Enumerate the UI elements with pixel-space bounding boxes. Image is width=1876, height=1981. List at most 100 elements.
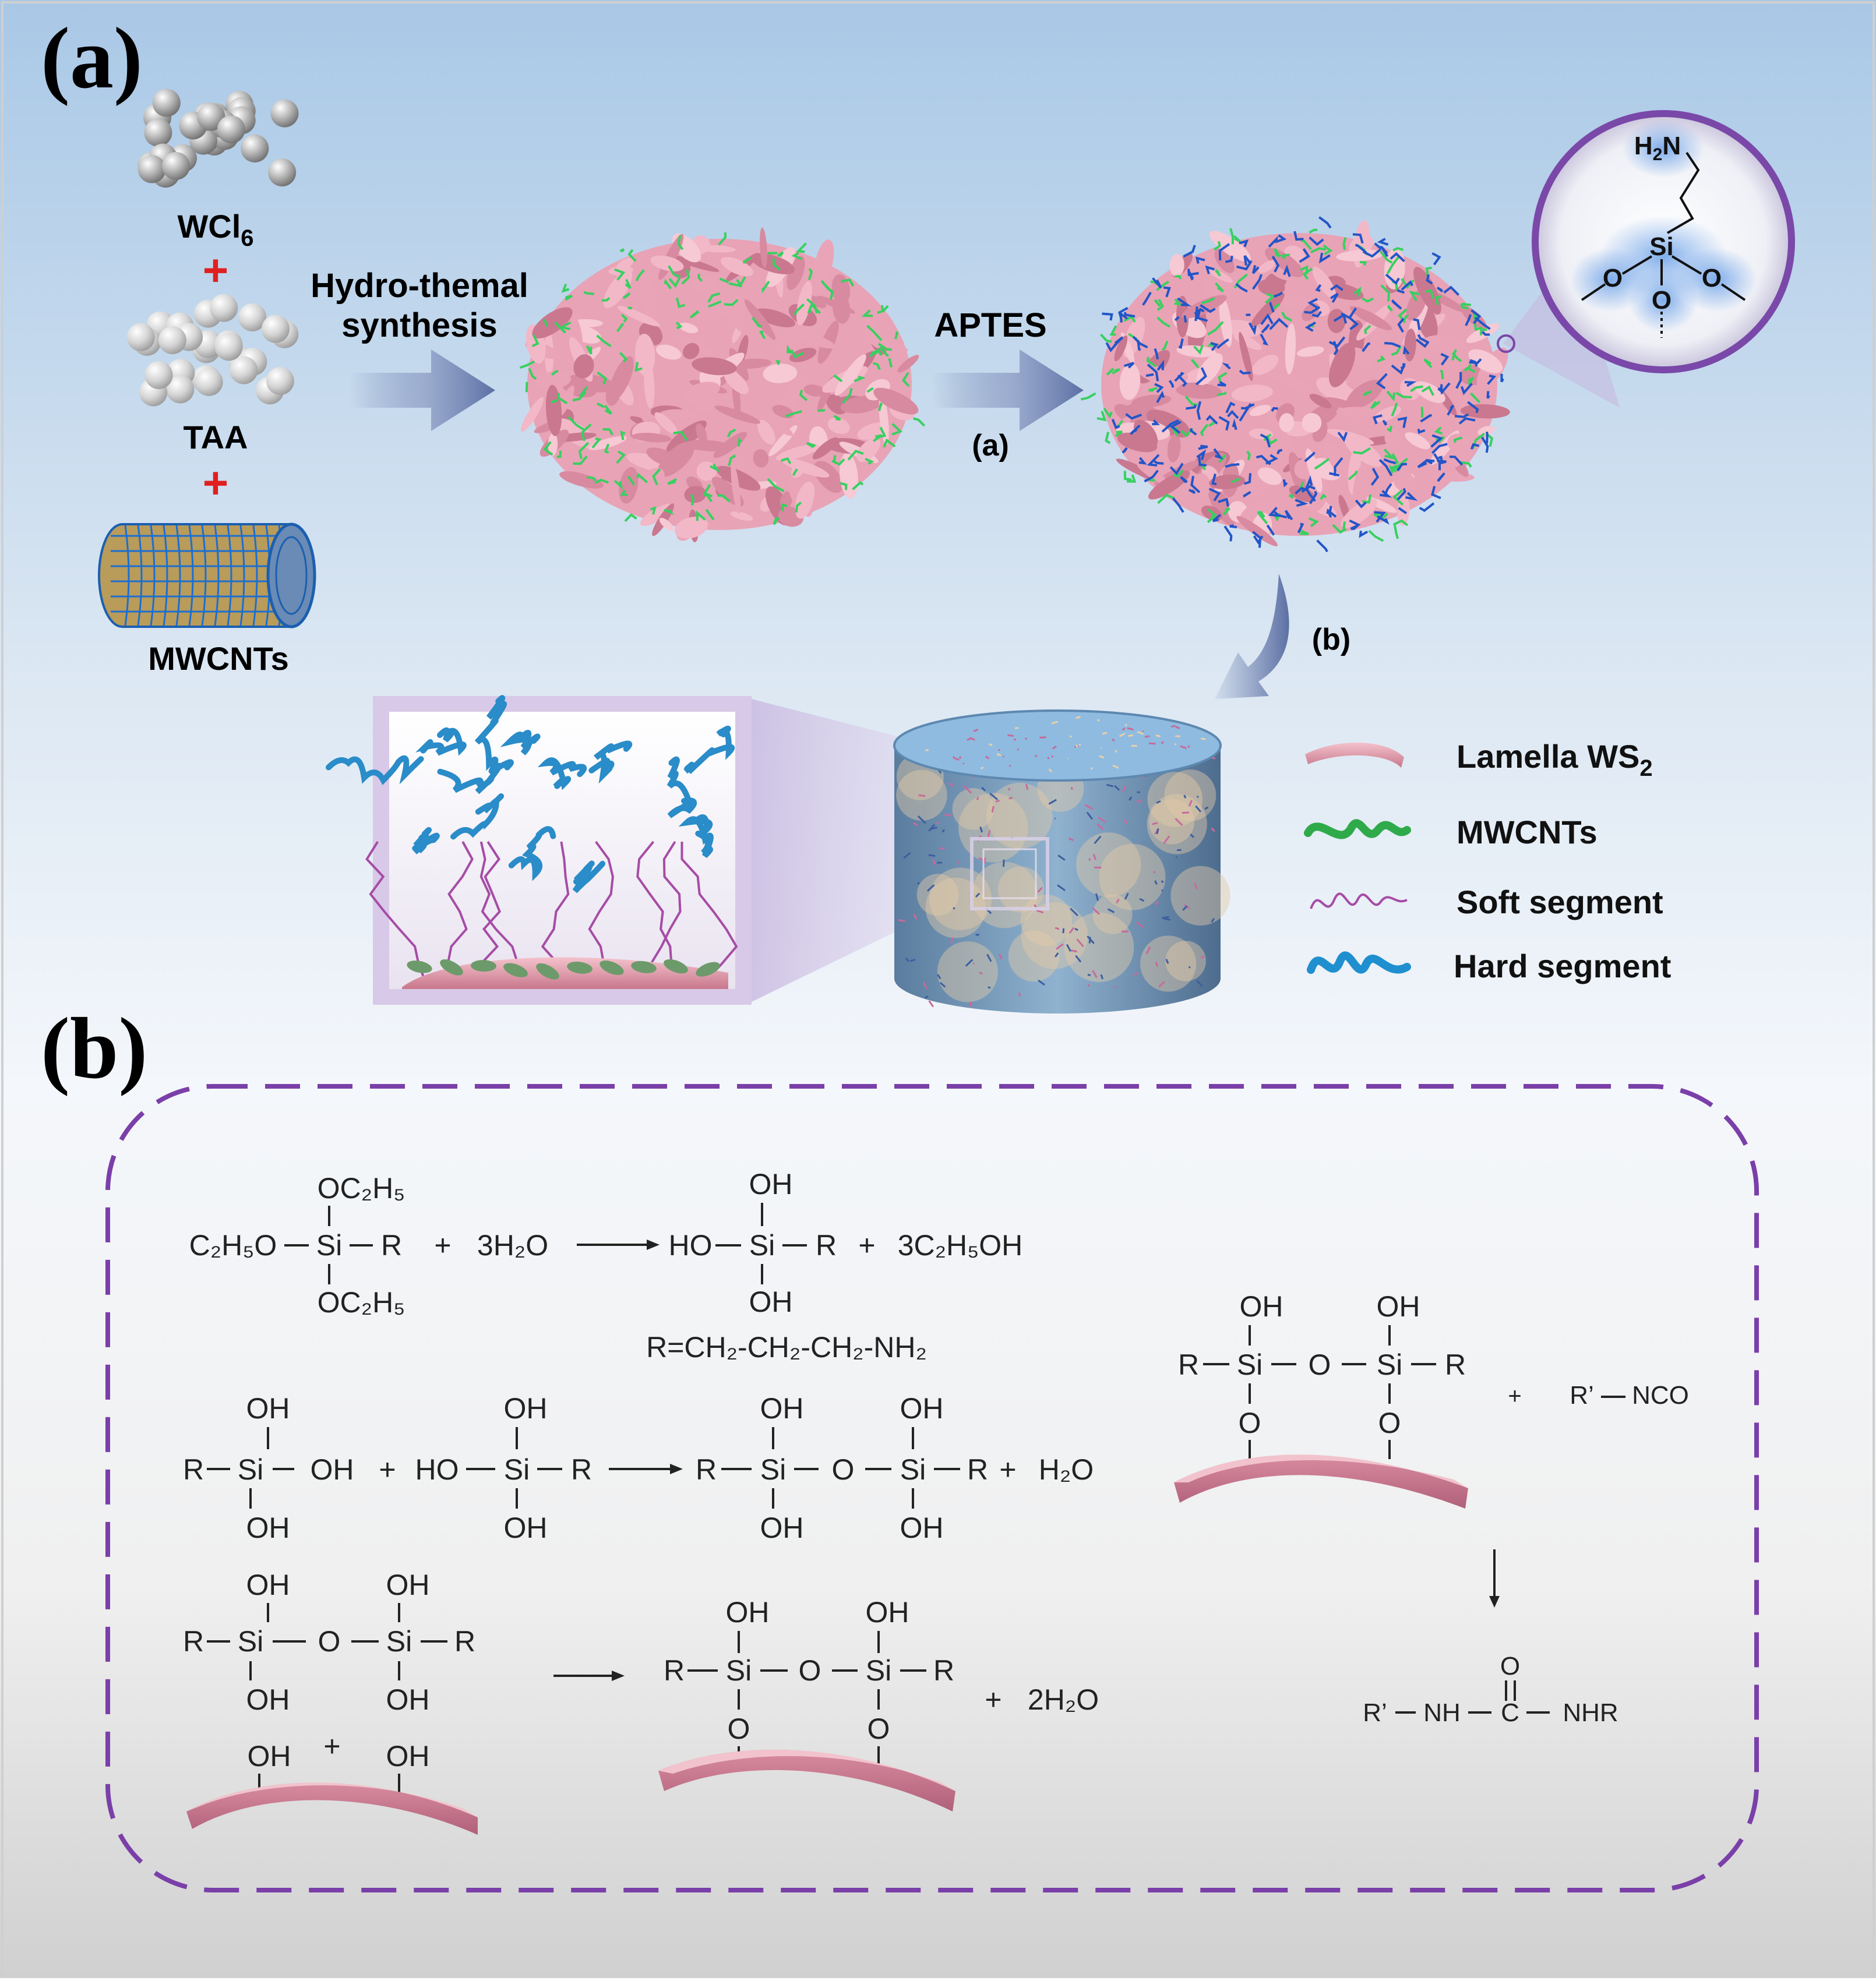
svg-text:O: O xyxy=(799,1654,821,1687)
svg-text:OH: OH xyxy=(900,1392,944,1425)
reaction-scheme: OC₂H₅ C₂H₅O Si R OC₂H₅ + 3H₂O OH HO Si R… xyxy=(183,1168,1689,1835)
svg-text:+: + xyxy=(323,1730,340,1763)
svg-text:NH: NH xyxy=(1423,1698,1461,1727)
svg-text:R: R xyxy=(664,1654,685,1687)
hydrothermal-label: Hydro-themal xyxy=(311,267,528,305)
svg-text:+: + xyxy=(999,1453,1016,1486)
wcl6-label: WCl6 xyxy=(177,208,253,251)
svg-text:O: O xyxy=(318,1625,341,1658)
svg-text:OH: OH xyxy=(504,1512,548,1544)
svg-text:R: R xyxy=(1178,1348,1199,1381)
svg-text:R’: R’ xyxy=(1570,1381,1594,1410)
svg-text:OH: OH xyxy=(386,1683,430,1716)
legend-lamella-ws2-icon xyxy=(1305,742,1404,768)
svg-text:O: O xyxy=(1603,264,1623,292)
svg-text:R: R xyxy=(183,1453,204,1486)
plus-sign-1: + xyxy=(203,246,228,295)
svg-text:OH: OH xyxy=(1377,1290,1420,1323)
svg-text:OH: OH xyxy=(1240,1290,1283,1323)
svg-text:Si: Si xyxy=(760,1453,786,1486)
svg-text:Si: Si xyxy=(1649,232,1674,261)
svg-text:OH: OH xyxy=(726,1596,770,1629)
step-b-label: (b) xyxy=(1312,623,1350,656)
svg-text:O: O xyxy=(832,1453,855,1486)
legend-lamella-ws2-label: Lamella WS2 xyxy=(1457,738,1653,781)
svg-text:OH: OH xyxy=(866,1596,909,1629)
svg-text:O: O xyxy=(1652,286,1672,315)
svg-text:O: O xyxy=(1500,1652,1520,1680)
svg-text:Si: Si xyxy=(749,1229,775,1262)
svg-text:Si: Si xyxy=(386,1625,412,1658)
svg-text:2H₂O: 2H₂O xyxy=(1028,1683,1099,1716)
step-a-label: (a) xyxy=(972,429,1009,462)
aptes-zoom-callout: H2N Si O O O xyxy=(1497,110,1795,408)
ws2-lamella-reactant xyxy=(186,1782,478,1835)
svg-text:H₂O: H₂O xyxy=(1039,1453,1094,1486)
svg-text:+: + xyxy=(379,1453,396,1486)
svg-text:Si: Si xyxy=(726,1654,752,1687)
svg-text:+: + xyxy=(1508,1383,1521,1409)
wcl6-sphere-cluster xyxy=(137,89,299,188)
svg-text:C: C xyxy=(1501,1698,1519,1727)
reaction-scheme-border xyxy=(105,1084,1759,1892)
svg-text:HO: HO xyxy=(415,1453,459,1486)
reaction-hydrolysis: OC₂H₅ C₂H₅O Si R OC₂H₅ + 3H₂O OH HO Si R… xyxy=(189,1168,1023,1364)
svg-text:O: O xyxy=(1378,1407,1401,1439)
legend-hard-segment-label: Hard segment xyxy=(1454,948,1671,984)
reaction-condensation: OH R Si OH OH + OH HO Si R OH OH R xyxy=(183,1392,1094,1544)
legend-hard-segment-icon xyxy=(1307,951,1411,974)
taa-sphere-cluster xyxy=(126,294,299,407)
svg-text:Si: Si xyxy=(316,1229,342,1262)
reaction-urea-formation: OH R Si O Si R OH O O + R’ NCO O xyxy=(1178,1290,1689,1727)
svg-text:OH: OH xyxy=(749,1286,793,1318)
svg-text:C₂H₅O: C₂H₅O xyxy=(189,1229,277,1262)
svg-text:Si: Si xyxy=(1237,1348,1263,1381)
svg-text:OH: OH xyxy=(246,1683,290,1716)
panel-a-label: (a) xyxy=(41,10,143,107)
svg-text:O: O xyxy=(1239,1407,1261,1439)
aptes-modified-composite xyxy=(1080,216,1510,553)
svg-text:OH: OH xyxy=(248,1740,291,1772)
ws2-lamella-product xyxy=(658,1749,955,1811)
svg-text:R: R xyxy=(696,1453,717,1486)
svg-text:OH: OH xyxy=(760,1512,804,1544)
svg-text:Si: Si xyxy=(504,1453,530,1486)
svg-text:O: O xyxy=(1702,264,1722,292)
svg-text:R: R xyxy=(454,1625,475,1658)
synthesis-arrow xyxy=(350,349,495,431)
synthesis-label: synthesis xyxy=(341,306,498,344)
svg-text:Si: Si xyxy=(900,1453,926,1486)
svg-text:3H₂O: 3H₂O xyxy=(477,1229,548,1262)
svg-text:R: R xyxy=(571,1453,592,1486)
aptes-arrow xyxy=(932,349,1084,431)
legend-mwcnts-label: MWCNTs xyxy=(1457,814,1598,850)
taa-label: TAA xyxy=(184,419,248,455)
svg-text:OH: OH xyxy=(246,1392,290,1425)
svg-text:OC₂H₅: OC₂H₅ xyxy=(318,1286,405,1319)
svg-text:HO: HO xyxy=(669,1229,713,1262)
svg-text:R: R xyxy=(1445,1348,1466,1381)
svg-text:+: + xyxy=(985,1683,1002,1716)
svg-text:OH: OH xyxy=(760,1392,804,1425)
svg-text:H2N: H2N xyxy=(1634,132,1681,164)
svg-text:R: R xyxy=(381,1229,402,1262)
reaction-grafting: OH R Si O Si R OH OH OH OH + OH OH xyxy=(183,1569,1099,1800)
svg-text:OH: OH xyxy=(386,1569,430,1601)
svg-text:OH: OH xyxy=(311,1453,354,1486)
svg-text:R’: R’ xyxy=(1363,1698,1387,1727)
plus-sign-2: + xyxy=(203,458,228,508)
ws2-mwcnt-composite xyxy=(519,227,926,542)
svg-text:OH: OH xyxy=(246,1512,290,1544)
legend: Lamella WS2 MWCNTs Soft segment Hard seg… xyxy=(1304,738,1671,984)
svg-text:OC₂H₅: OC₂H₅ xyxy=(318,1172,405,1205)
svg-text:OH: OH xyxy=(246,1569,290,1601)
svg-text:O: O xyxy=(1309,1348,1331,1381)
legend-soft-segment-icon xyxy=(1310,892,1408,909)
svg-text:O: O xyxy=(728,1712,750,1745)
composite-cylinder xyxy=(893,709,1230,1014)
svg-text:Si: Si xyxy=(1377,1348,1402,1381)
svg-text:+: + xyxy=(858,1229,875,1262)
svg-text:+: + xyxy=(434,1229,451,1262)
